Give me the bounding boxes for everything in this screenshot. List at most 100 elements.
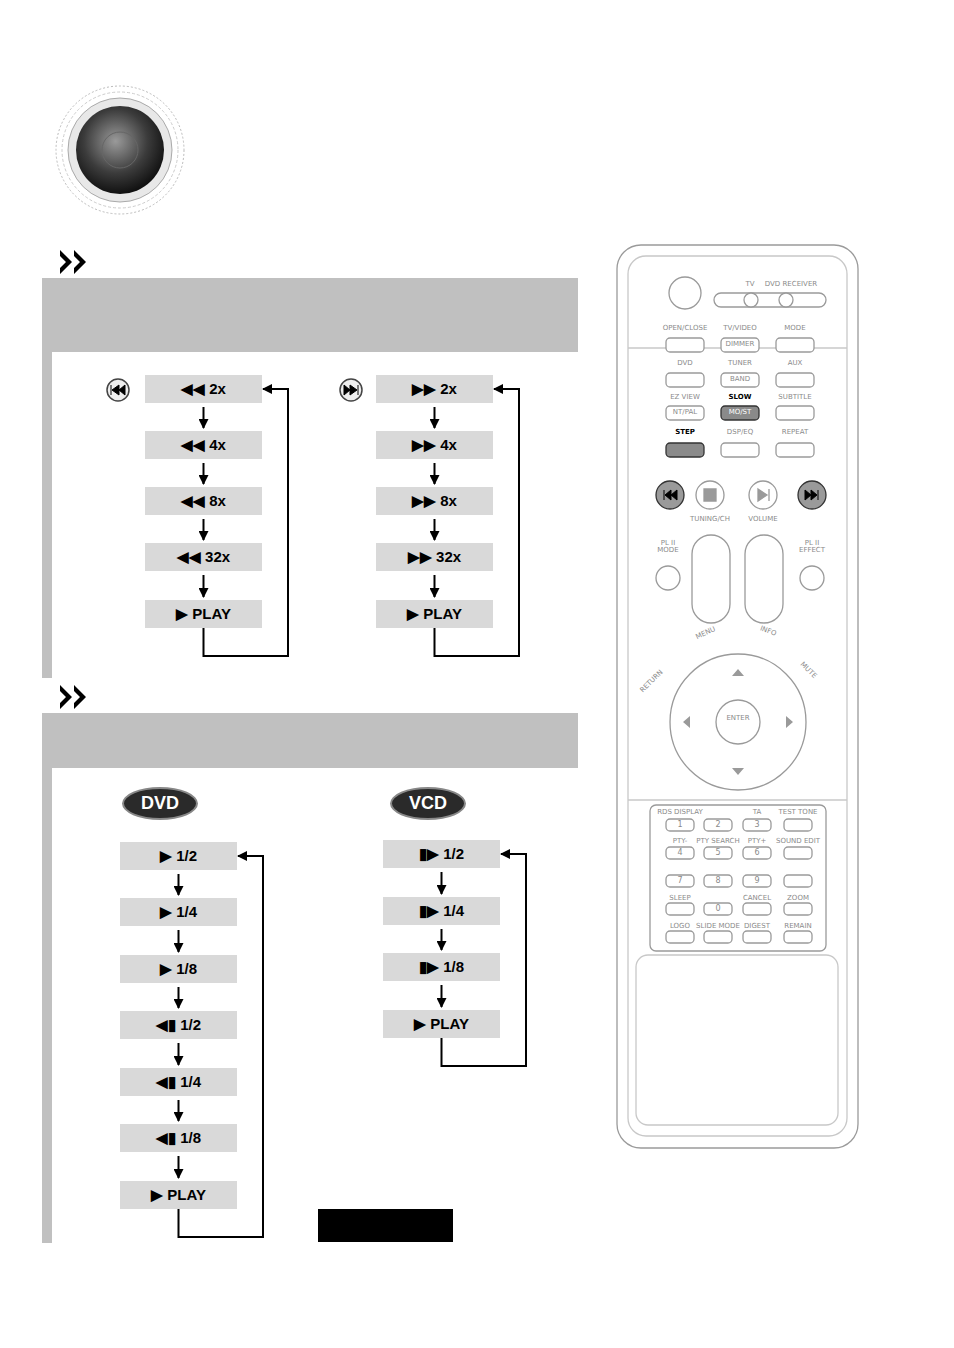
remote-key-label: DVD RECEIVER [765, 281, 817, 288]
mode-step-box: ▶▶ 8x [376, 487, 493, 515]
step-arrow [434, 463, 436, 484]
mode-step-box: ▶ 1/4 [120, 898, 237, 926]
remote-button [743, 903, 771, 915]
remote-button [784, 931, 812, 943]
remote-key-label: BAND [730, 376, 750, 383]
remote-key-label: ENTER [726, 715, 749, 722]
remote-button [743, 931, 771, 943]
mode-step-box: ◀▮ 1/8 [120, 1124, 237, 1152]
mode-step-box: ▮▶ 1/4 [383, 897, 500, 925]
remote-key-label: TUNING/CH [690, 516, 730, 523]
remote-button [743, 847, 771, 859]
remote-button [704, 847, 732, 859]
remote-button [666, 373, 704, 387]
remote-button [776, 373, 814, 387]
remote-key-label: SLOW [729, 394, 752, 401]
mode-step-box: ▶▶ 4x [376, 431, 493, 459]
mode-step-box: ◀◀ 4x [145, 431, 262, 459]
remote-button [784, 875, 812, 887]
mode-step-box: ▶ PLAY [145, 600, 262, 628]
step-arrow [178, 1100, 180, 1121]
remote-button [666, 903, 694, 915]
remote-key-label: SLIDE MODE [696, 923, 740, 930]
remote-key-label: DVD [677, 360, 692, 367]
remote-key-label: CANCEL [743, 895, 771, 902]
skip-symbol [664, 490, 818, 500]
mode-step-text: ◀▮ 1/2 [156, 1016, 201, 1034]
remote-key-label: AUX [788, 360, 803, 367]
remote-key-label: ZOOM [787, 895, 809, 902]
mode-step-box: ▮▶ 1/2 [383, 840, 500, 868]
remote-key-label: MO/ST [729, 409, 752, 416]
remote-button [776, 338, 814, 352]
step-arrow [203, 519, 205, 540]
mode-step-text: ▶▶ 2x [412, 380, 457, 398]
mode-step-text: ▶ PLAY [176, 605, 231, 623]
remote-button [721, 406, 759, 420]
mode-step-text: ▮▶ 1/2 [419, 845, 464, 863]
remote-key-label: PTY SEARCH [696, 838, 739, 845]
mode-step-text: ▶ 1/8 [160, 960, 197, 978]
mode-step-text: ▮▶ 1/8 [419, 958, 464, 976]
mode-step-box: ◀▮ 1/4 [120, 1068, 237, 1096]
mode-step-box: ◀◀ 2x [145, 375, 262, 403]
remote-key-label: OPEN/CLOSE [663, 325, 708, 332]
remote-key-label: SOUND EDIT [776, 838, 820, 845]
mode-step-box: ▶ 1/8 [120, 955, 237, 983]
remote-button [666, 406, 704, 420]
remote-key-label: PTY+ [748, 838, 767, 845]
mode-step-text: ▶▶ 8x [412, 492, 457, 510]
mode-step-text: ◀▮ 1/4 [156, 1073, 201, 1091]
step-arrow [178, 1156, 180, 1178]
step-arrow [178, 987, 180, 1008]
remote-button [666, 847, 694, 859]
mode-step-box: ◀▮ 1/2 [120, 1011, 237, 1039]
disc-type-label: DVD [141, 793, 179, 814]
mode-step-box: ▶ PLAY [383, 1010, 500, 1038]
remote-key-label: EZ VIEW [670, 394, 700, 401]
remote-key-label: STEP [675, 429, 695, 436]
mode-step-box: ▮▶ 1/8 [383, 953, 500, 981]
remote-button [666, 443, 704, 457]
remote-key-label: LOGO [670, 923, 690, 930]
remote-button [784, 903, 812, 915]
step-arrow [441, 929, 443, 950]
disc-type-oval: VCD [390, 787, 466, 820]
remote-key-label: PL II EFFECT [797, 540, 827, 555]
remote-key-label: TA [753, 809, 762, 816]
remote-key-label: TUNER [728, 360, 752, 367]
remote-key-label: PL II MODE [653, 540, 683, 555]
remote-button [776, 443, 814, 457]
remote-key-label: TEST TONE [778, 809, 817, 816]
remote-control [617, 245, 858, 1148]
remote-key-label: 3 [754, 821, 759, 829]
remote-button [721, 338, 759, 352]
remote-key-label: VOLUME [748, 516, 777, 523]
mode-step-text: ◀◀ 4x [181, 436, 226, 454]
remote-button [704, 819, 732, 831]
step-arrow [203, 463, 205, 484]
remote-key-label: MODE [784, 325, 805, 332]
remote-key-label: 2 [715, 821, 720, 829]
remote-button [666, 338, 704, 352]
remote-button [776, 406, 814, 420]
step-arrow [203, 407, 205, 428]
remote-button [784, 847, 812, 859]
mode-step-text: ▶ PLAY [407, 605, 462, 623]
remote-key-label: SLEEP [669, 895, 690, 902]
remote-key-label: 5 [715, 849, 720, 857]
play-stop-symbol [704, 489, 769, 501]
remote-key-label: 8 [715, 877, 720, 885]
remote-button [666, 875, 694, 887]
remote-key-label: NT/PAL [673, 409, 697, 416]
mode-step-box: ▶▶ 2x [376, 375, 493, 403]
step-arrow [434, 519, 436, 540]
mode-step-box: ▶ PLAY [376, 600, 493, 628]
remote-key-label: DSP/EQ [727, 429, 753, 436]
mode-step-text: ▶ PLAY [151, 1186, 206, 1204]
mode-step-text: ▶▶ 32x [408, 548, 461, 566]
black-bar [318, 1209, 453, 1242]
step-arrow [178, 930, 180, 952]
step-arrow [203, 575, 205, 597]
remote-button [784, 819, 812, 831]
